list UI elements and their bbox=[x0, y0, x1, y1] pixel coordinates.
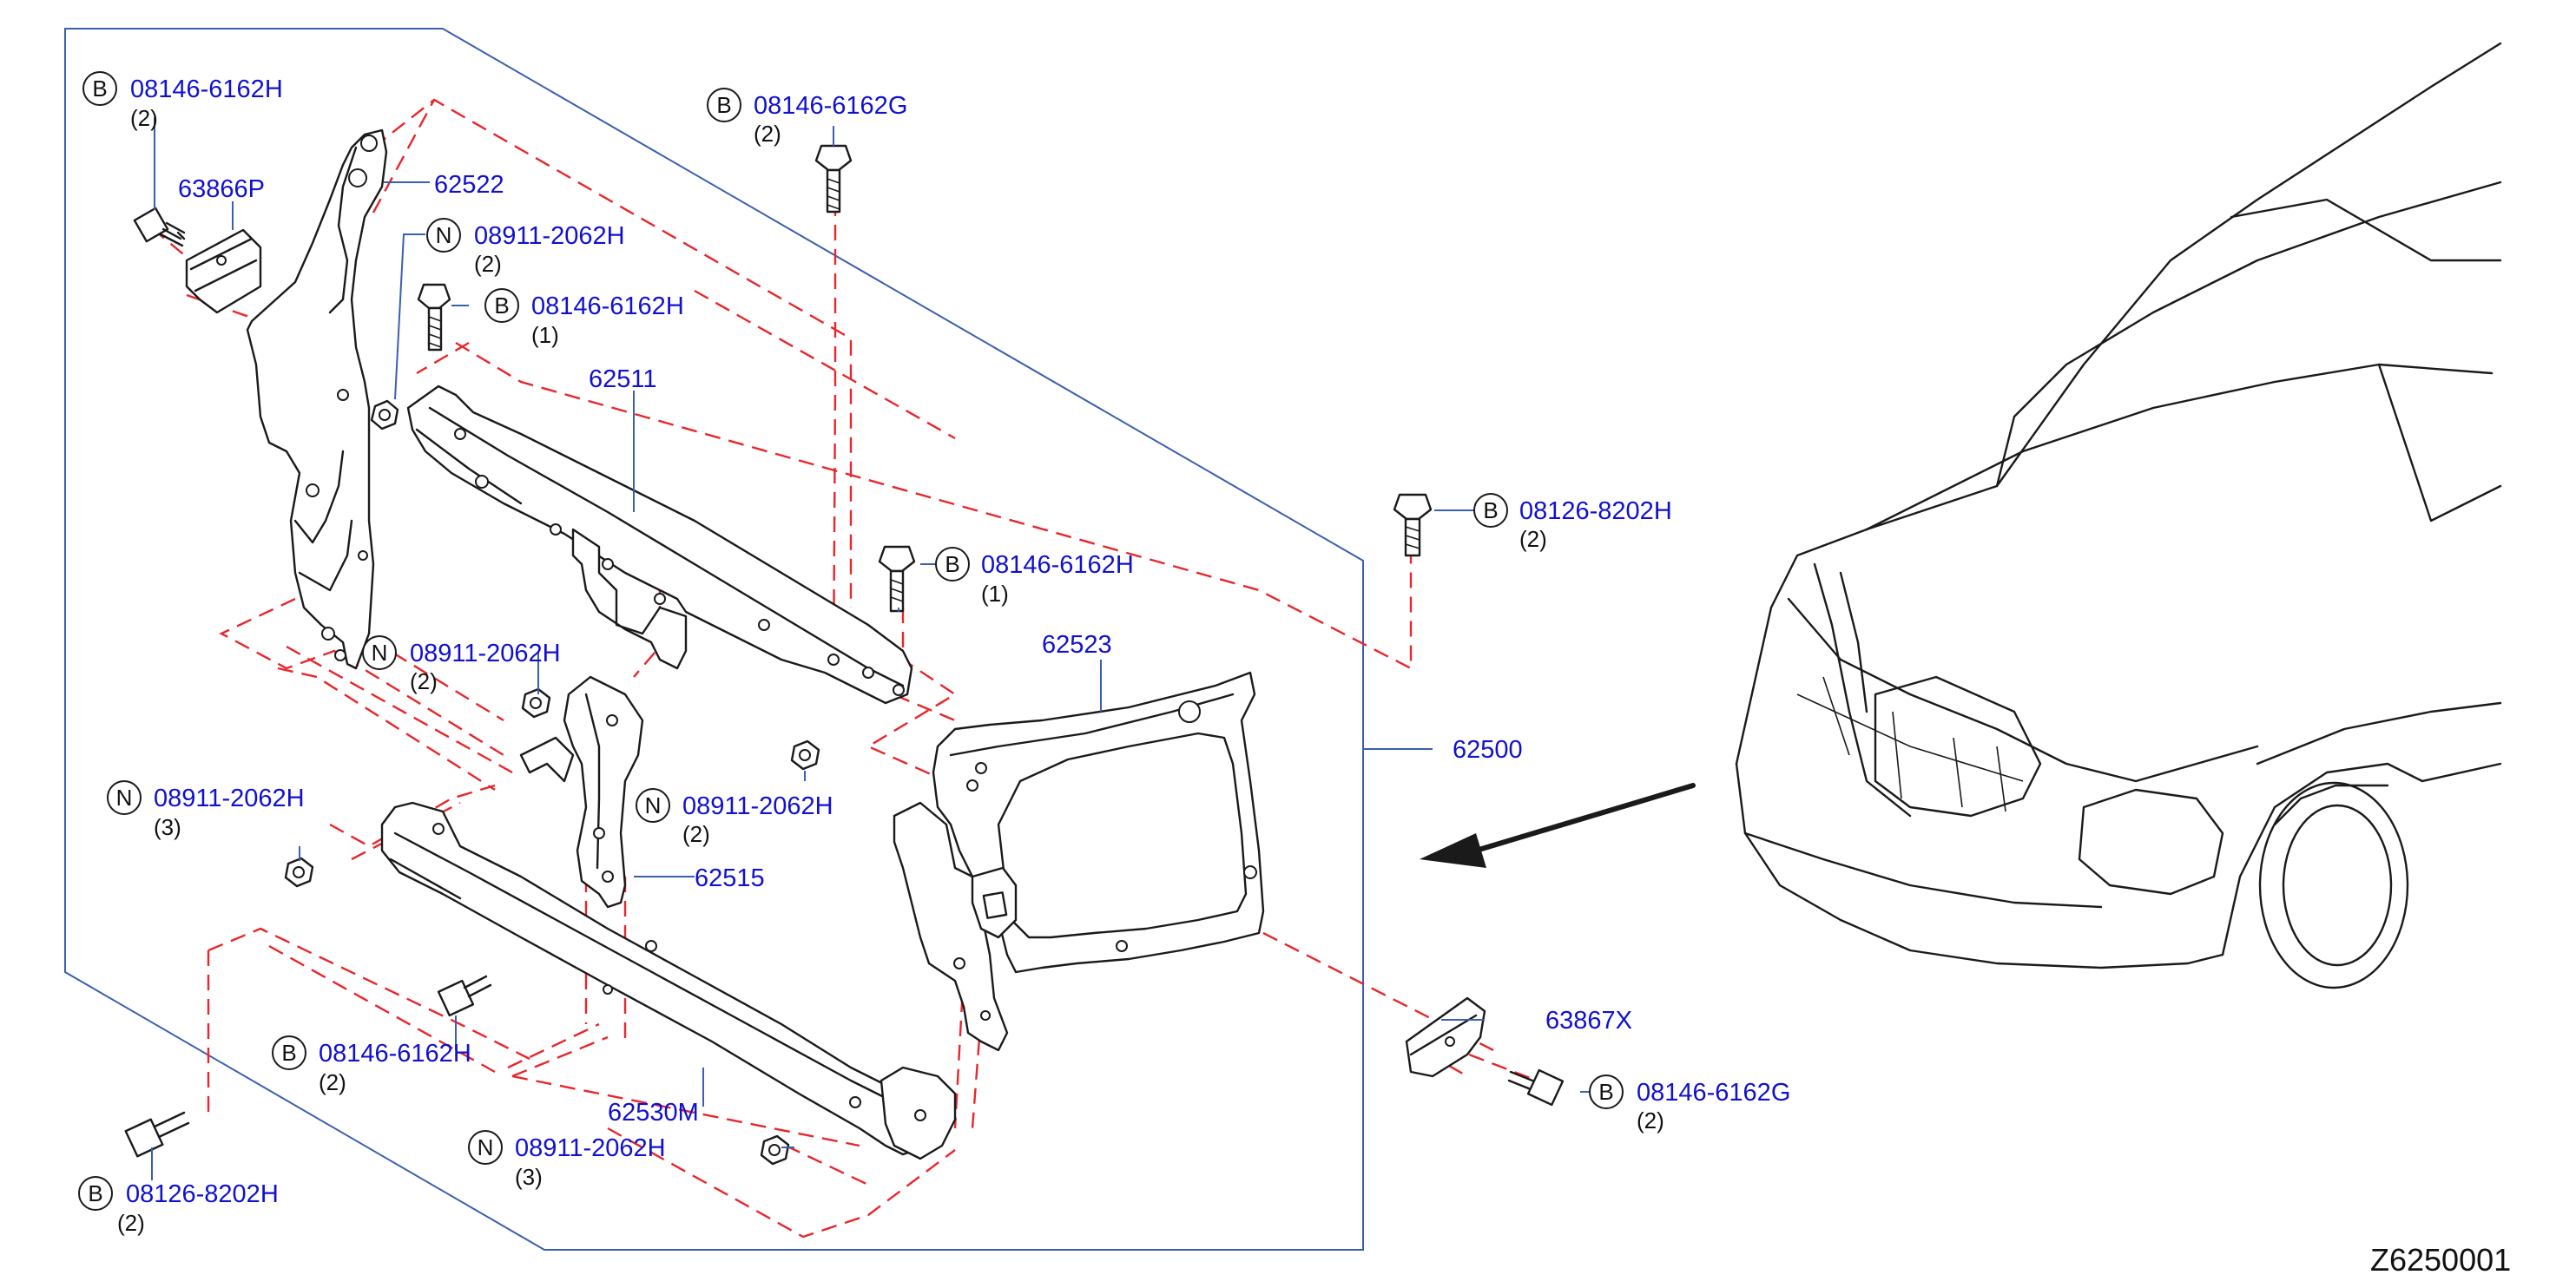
callout-08146-6162g-top[interactable]: B 08146-6162G (2) bbox=[707, 88, 907, 147]
quantity: (1) bbox=[981, 581, 1009, 607]
callout-08146-6162g-lower-right[interactable]: B 08146-6162G (2) bbox=[1589, 1074, 1790, 1134]
part-number: 62511 bbox=[589, 365, 657, 393]
quantity: (2) bbox=[130, 105, 158, 131]
part-number: 08146-6162H bbox=[319, 1040, 471, 1068]
callout-62515[interactable]: 62515 bbox=[695, 864, 765, 892]
quantity: (2) bbox=[319, 1069, 346, 1095]
part-number: 62522 bbox=[434, 171, 504, 199]
quantity: (2) bbox=[410, 668, 438, 694]
symbol-n: N bbox=[478, 1134, 494, 1160]
part-number: 62523 bbox=[1042, 631, 1112, 659]
bolt-08146-6162g-b bbox=[1507, 1068, 1565, 1107]
symbol-b: B bbox=[92, 76, 107, 102]
symbol-b: B bbox=[494, 292, 509, 319]
symbol-b: B bbox=[281, 1040, 296, 1066]
callout-08911-2062h-left-mid[interactable]: N 08911-2062H (2) bbox=[362, 635, 561, 694]
quantity: (1) bbox=[531, 322, 559, 348]
quantity: (2) bbox=[117, 1210, 145, 1236]
callout-63867x[interactable]: 63867X bbox=[1545, 1007, 1632, 1035]
callout-08146-6162h-left[interactable]: B 08146-6162H (2) bbox=[82, 71, 283, 131]
callout-08146-6162h-center[interactable]: B 08146-6162H (1) bbox=[935, 547, 1134, 607]
part-number: 08911-2062H bbox=[410, 640, 561, 667]
part-number: 08146-6162G bbox=[754, 92, 907, 120]
symbol-b: B bbox=[716, 92, 731, 118]
diagram-code: Z6250001 bbox=[2370, 1242, 2511, 1278]
part-number: 08146-6162H bbox=[130, 76, 283, 103]
part-number: 08146-6162G bbox=[1637, 1079, 1790, 1107]
part-number: 08911-2062H bbox=[474, 222, 625, 250]
callout-08911-2062h-left[interactable]: N 08911-2062H (3) bbox=[107, 780, 305, 840]
part-62511-upper-support bbox=[406, 384, 913, 705]
assembly-frame bbox=[64, 28, 1364, 1251]
nut-08911-2062h-c bbox=[790, 739, 820, 771]
nut-08911-2062h-d bbox=[284, 857, 314, 888]
part-62515-center-stay bbox=[519, 675, 644, 909]
callout-08126-8202h-right[interactable]: B 08126-8202H (2) bbox=[1473, 493, 1672, 552]
part-number: 08911-2062H bbox=[515, 1134, 666, 1162]
callout-08126-8202h-bottom-left[interactable]: B 08126-8202H (2) bbox=[78, 1176, 279, 1236]
callout-62522[interactable]: 62522 bbox=[434, 171, 504, 199]
symbol-b: B bbox=[1598, 1079, 1613, 1105]
part-number: 08146-6162H bbox=[531, 292, 684, 320]
nut-08911-2062h-b bbox=[521, 687, 551, 719]
quantity: (2) bbox=[682, 821, 710, 847]
bolt-08146-6162h-c bbox=[878, 545, 916, 613]
nut-08911-2062h-e bbox=[760, 1134, 790, 1166]
symbol-n: N bbox=[116, 785, 133, 811]
part-63867x-bracket bbox=[1405, 996, 1486, 1078]
part-62522-bracket bbox=[246, 128, 388, 670]
callout-63866p[interactable]: 63866P bbox=[178, 175, 265, 203]
bolt-08126-8202h-b bbox=[124, 1111, 190, 1158]
quantity: (2) bbox=[474, 251, 502, 277]
nut-08911-2062h-a bbox=[370, 399, 399, 430]
quantity: (2) bbox=[1519, 526, 1547, 552]
symbol-b: B bbox=[945, 551, 959, 577]
part-number: 63866P bbox=[178, 175, 265, 203]
part-number: 62500 bbox=[1453, 736, 1523, 764]
callout-62500[interactable]: 62500 bbox=[1453, 736, 1523, 764]
callout-08911-2062h-center[interactable]: N 08911-2062H (2) bbox=[636, 788, 833, 847]
symbol-n: N bbox=[436, 222, 452, 248]
quantity: (3) bbox=[154, 814, 181, 840]
vehicle-outline bbox=[1735, 42, 2502, 989]
part-number: 08126-8202H bbox=[1519, 497, 1672, 525]
quantity: (2) bbox=[1637, 1107, 1664, 1134]
bolt-08146-6162h-d bbox=[437, 975, 492, 1017]
part-number: 62515 bbox=[695, 864, 765, 892]
part-number: 08911-2062H bbox=[682, 792, 833, 820]
callout-62511[interactable]: 62511 bbox=[589, 365, 657, 393]
part-number: 08146-6162H bbox=[981, 551, 1134, 579]
symbol-n: N bbox=[645, 792, 662, 818]
bolt-08146-6162g-a bbox=[814, 144, 853, 214]
part-62530m-lower-support bbox=[380, 801, 957, 1160]
symbol-n: N bbox=[372, 640, 388, 666]
quantity: (2) bbox=[754, 121, 781, 147]
callout-62523[interactable]: 62523 bbox=[1042, 631, 1112, 659]
part-number: 62530M bbox=[608, 1099, 699, 1127]
callout-62530m[interactable]: 62530M bbox=[608, 1099, 699, 1127]
callout-08146-6162h-lower[interactable]: B 08146-6162H (2) bbox=[272, 1035, 471, 1095]
part-number: 08126-8202H bbox=[126, 1180, 279, 1208]
quantity: (3) bbox=[515, 1164, 543, 1190]
callout-08911-2062h-upper[interactable]: N 08911-2062H (2) bbox=[426, 218, 625, 277]
part-63866p-bracket bbox=[185, 228, 262, 314]
location-arrow bbox=[1420, 783, 1696, 868]
symbol-b: B bbox=[88, 1180, 102, 1206]
leader-lines bbox=[151, 117, 1589, 1180]
callout-08146-6162h-upper[interactable]: B 08146-6162H (1) bbox=[484, 288, 684, 348]
part-number: 63867X bbox=[1545, 1007, 1632, 1035]
bolt-08146-6162h-b bbox=[417, 283, 451, 352]
part-62523-side-member bbox=[893, 671, 1265, 1052]
callout-08911-2062h-bottom[interactable]: N 08911-2062H (3) bbox=[468, 1130, 666, 1190]
symbol-b: B bbox=[1483, 497, 1498, 523]
bolt-08126-8202h-a bbox=[1393, 493, 1433, 557]
part-number: 08911-2062H bbox=[154, 785, 305, 812]
bolt-08146-6162h-a bbox=[133, 207, 186, 247]
